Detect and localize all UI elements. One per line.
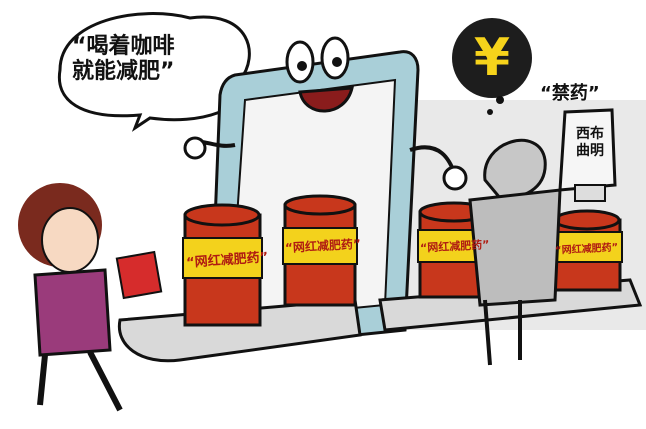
pill-bottle [558,108,617,202]
bottle-line-2: 曲明 [576,143,604,159]
bottle-line-1: 西布 [576,126,604,142]
speech-bubble-text: “喝着咖啡 就能减肥” [72,34,174,85]
banknotes [115,250,163,300]
ban-caption: “禁药” [540,83,600,104]
phone-mouth [298,86,354,113]
conveyor-belt [117,278,643,363]
speech-line-1: “喝着咖啡 [72,34,175,59]
can-1 [182,203,263,327]
yen-icon: ¥ [473,28,511,88]
can-4 [552,209,623,292]
can-2 [282,194,358,307]
bottle-label: 西布 曲明 西 布 曲明 [571,126,609,160]
woman-customer [18,183,163,412]
money-coin [452,18,532,98]
speech-line-2: 就能减肥” [72,59,175,85]
worker [468,138,562,366]
